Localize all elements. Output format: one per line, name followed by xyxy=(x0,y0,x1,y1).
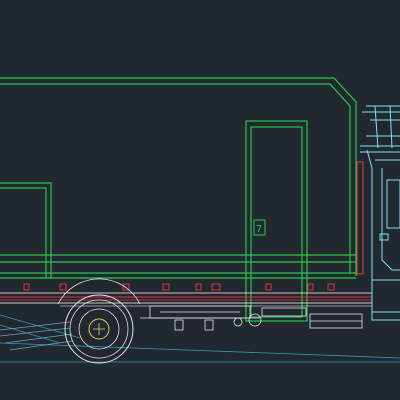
door-marker-label: 7 xyxy=(256,224,262,235)
rear-axle-hub xyxy=(248,313,262,327)
cab-side-accent xyxy=(356,161,364,275)
ground-lines xyxy=(0,314,400,363)
cargo-box-body xyxy=(0,77,357,322)
truck-cab xyxy=(360,105,400,321)
door-handle-marker xyxy=(253,219,266,236)
underbody-components xyxy=(140,305,363,331)
rear-wheel xyxy=(57,278,141,364)
frame-brackets xyxy=(23,283,335,291)
spare-hub xyxy=(233,317,243,327)
rear-hatch-lines xyxy=(0,321,73,351)
